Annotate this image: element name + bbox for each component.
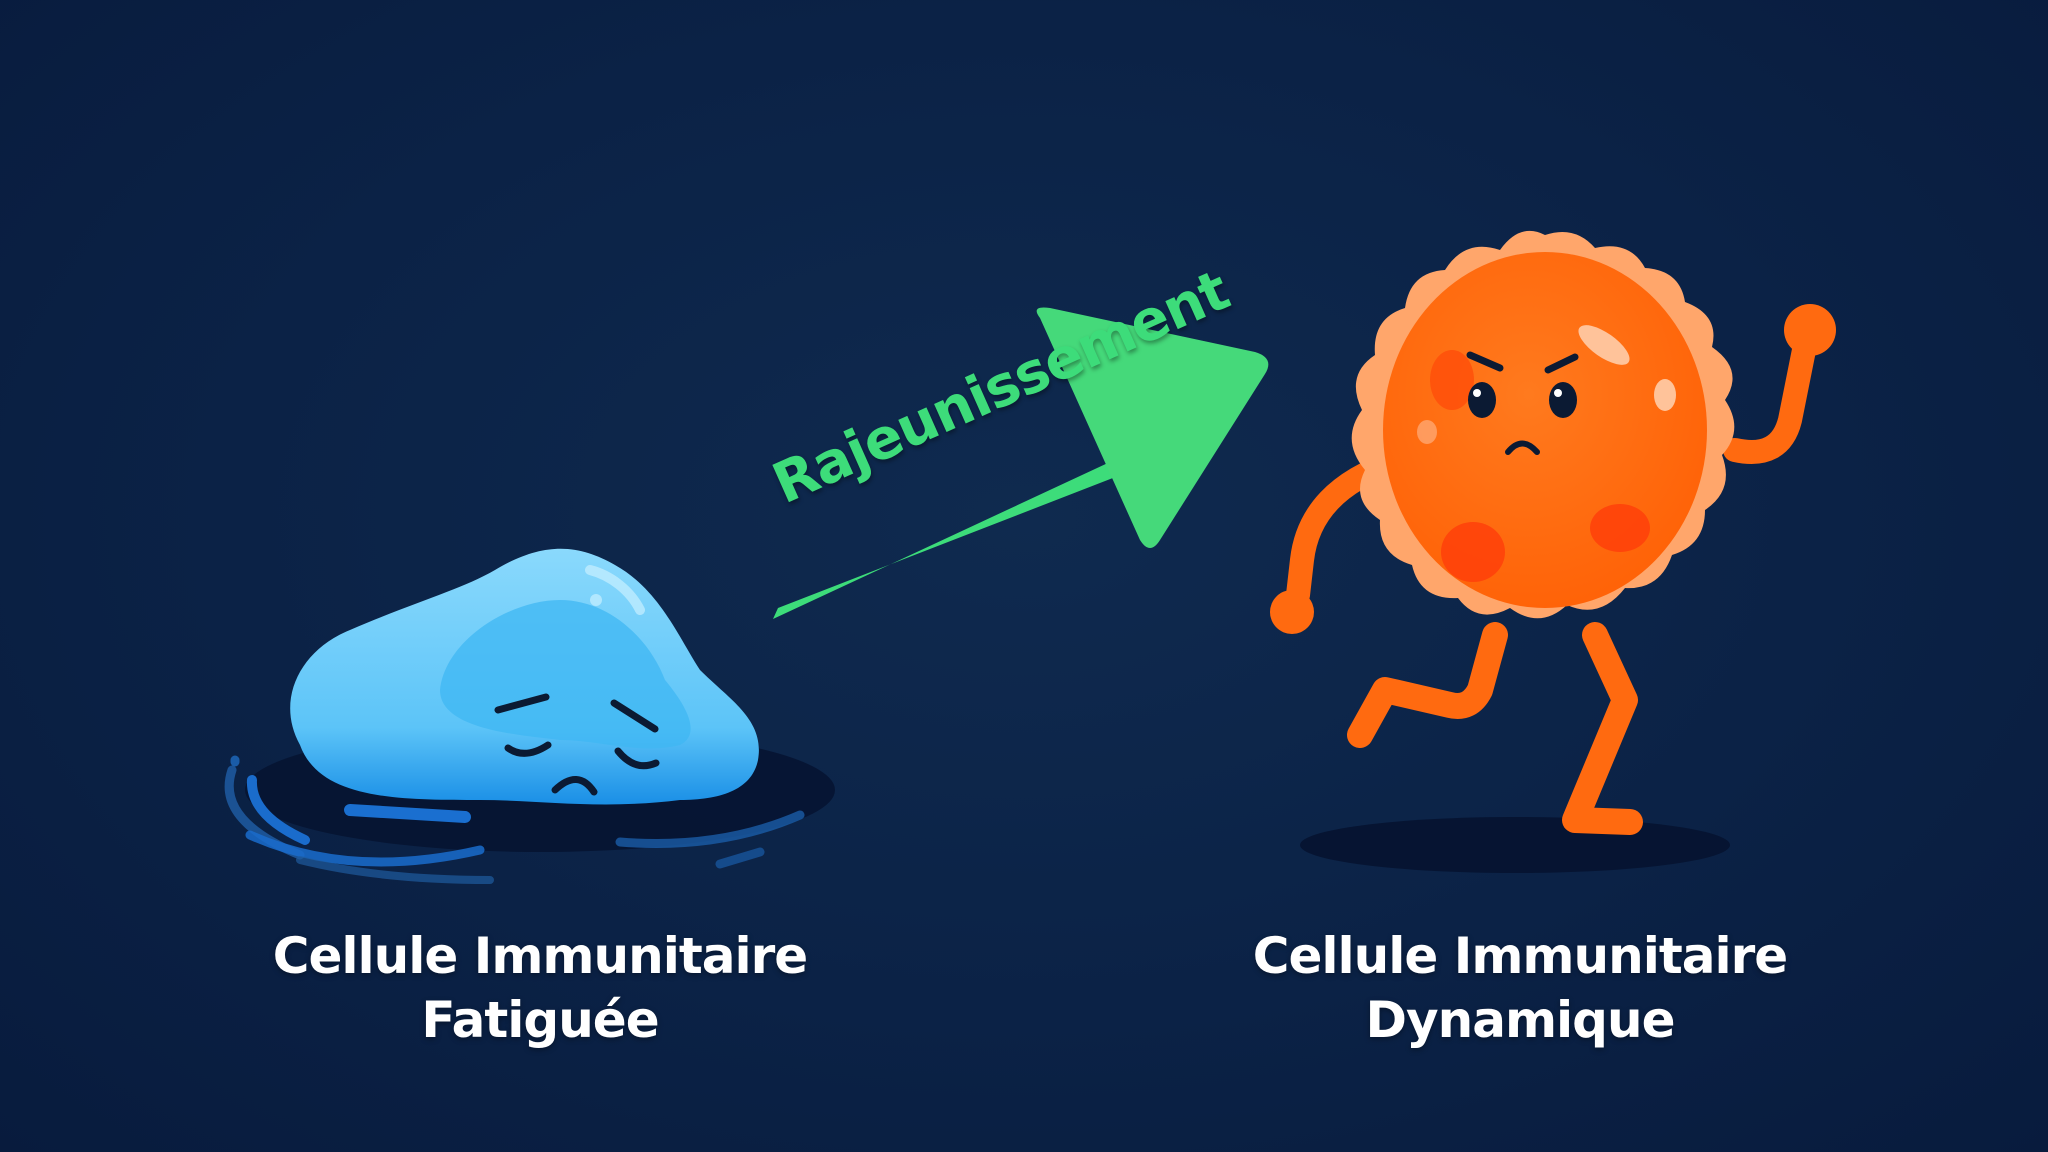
left-fist-icon — [1270, 590, 1314, 634]
tired-cell-caption: Cellule Immunitaire Fatiguée — [240, 924, 840, 1052]
arrow-right-icon — [773, 307, 1269, 619]
dynamic-cell-caption: Cellule Immunitaire Dynamique — [1220, 924, 1820, 1052]
tired-cell-caption-line1: Cellule Immunitaire — [272, 927, 808, 985]
dynamic-cell-icon — [1270, 230, 1836, 873]
tired-cell-icon — [224, 548, 835, 884]
sad-face-icon — [494, 693, 660, 796]
legs-icon — [1347, 622, 1643, 835]
tired-cell-caption-line2: Fatiguée — [421, 991, 659, 1049]
dynamic-cell-caption-line2: Dynamique — [1365, 991, 1676, 1049]
determined-face-icon — [1466, 351, 1579, 455]
ripple-lines-icon — [224, 755, 805, 884]
dynamic-cell-caption-line1: Cellule Immunitaire — [1252, 927, 1788, 985]
raised-fist-icon — [1784, 304, 1836, 356]
